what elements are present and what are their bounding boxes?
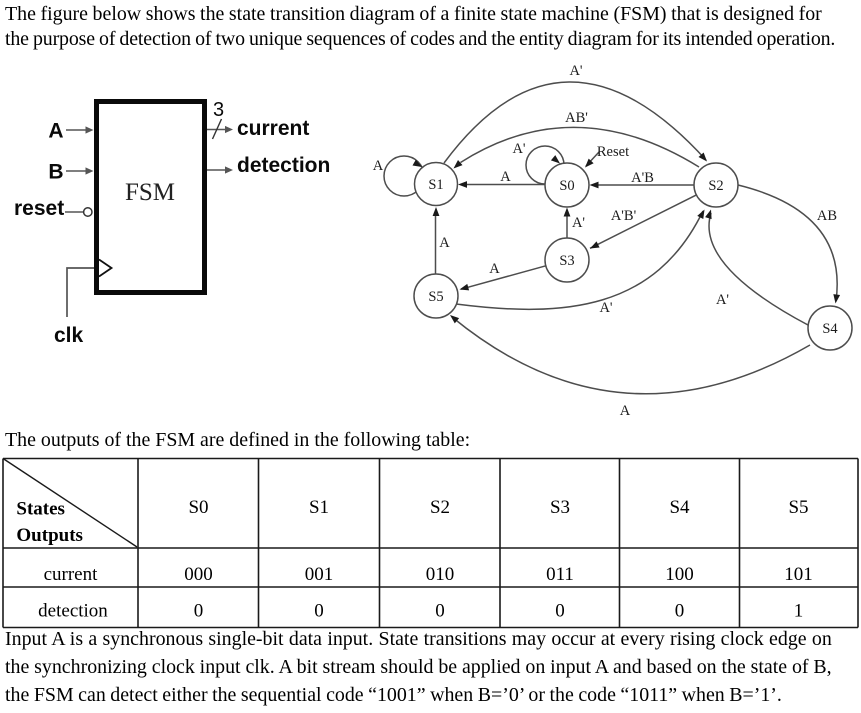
svg-text:States: States — [16, 499, 65, 520]
svg-text:S0: S0 — [188, 497, 208, 518]
svg-text:0: 0 — [555, 601, 565, 622]
svg-text:B: B — [48, 161, 63, 184]
svg-text:A: A — [500, 169, 511, 185]
svg-text:0: 0 — [675, 601, 685, 622]
svg-text:001: 001 — [305, 564, 334, 585]
svg-text:101: 101 — [784, 564, 813, 585]
svg-text:current: current — [44, 564, 99, 585]
svg-text:Reset: Reset — [597, 144, 629, 160]
svg-text:current: current — [237, 117, 309, 140]
svg-text:100: 100 — [665, 564, 694, 585]
svg-text:0: 0 — [314, 601, 324, 622]
svg-text:010: 010 — [426, 564, 455, 585]
svg-text:S2: S2 — [430, 497, 450, 518]
svg-text:S5: S5 — [428, 289, 443, 305]
svg-text:S3: S3 — [559, 253, 574, 269]
svg-text:A': A' — [572, 215, 585, 231]
svg-text:A'B: A'B — [631, 170, 654, 186]
svg-text:A: A — [373, 158, 384, 174]
svg-text:3: 3 — [213, 99, 224, 121]
svg-text:0: 0 — [194, 601, 204, 622]
svg-text:detection: detection — [38, 601, 108, 622]
svg-text:A'B': A'B' — [611, 208, 636, 224]
svg-text:A: A — [620, 403, 631, 419]
svg-text:000: 000 — [184, 564, 213, 585]
svg-text:A': A' — [512, 141, 525, 157]
svg-text:S3: S3 — [550, 497, 570, 518]
svg-text:S4: S4 — [822, 321, 838, 337]
svg-text:A': A' — [569, 63, 582, 79]
svg-text:A: A — [439, 235, 450, 251]
svg-text:AB': AB' — [565, 110, 588, 126]
svg-text:AB: AB — [817, 208, 837, 224]
svg-text:detection: detection — [237, 154, 330, 177]
svg-text:Outputs: Outputs — [16, 525, 83, 546]
svg-text:A': A' — [716, 292, 729, 308]
svg-text:S4: S4 — [669, 497, 690, 518]
svg-text:reset: reset — [14, 197, 64, 220]
svg-text:A': A' — [599, 300, 612, 316]
svg-text:clk: clk — [54, 324, 84, 347]
svg-text:1: 1 — [794, 601, 804, 622]
svg-text:S0: S0 — [559, 178, 574, 194]
svg-text:011: 011 — [546, 564, 574, 585]
svg-text:S1: S1 — [428, 177, 443, 193]
svg-text:A: A — [489, 261, 500, 277]
svg-text:A: A — [48, 120, 63, 143]
svg-text:S1: S1 — [309, 497, 329, 518]
svg-text:FSM: FSM — [125, 179, 175, 206]
svg-text:S5: S5 — [788, 497, 808, 518]
svg-text:S2: S2 — [708, 178, 723, 194]
svg-text:0: 0 — [435, 601, 445, 622]
